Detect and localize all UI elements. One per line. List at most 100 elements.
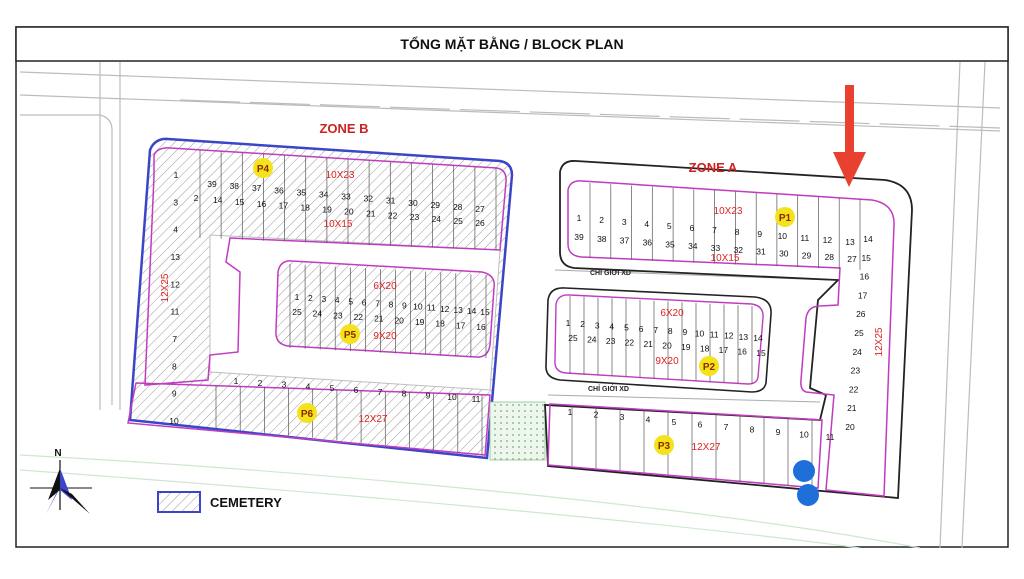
dim-p5-bottom: 9X20 bbox=[373, 331, 397, 342]
plot-number-p1: 6 bbox=[690, 223, 695, 233]
block-p6-outline bbox=[127, 382, 491, 456]
plot-number-p3: 11 bbox=[826, 432, 835, 442]
plot-number-p4: 38 bbox=[230, 181, 240, 191]
zone-b-label: ZONE B bbox=[319, 121, 368, 136]
plot-number-p4: 13 bbox=[171, 252, 181, 262]
plot-number-p1: 23 bbox=[851, 366, 861, 376]
plot-number-p1: 16 bbox=[860, 272, 870, 282]
plot-number-p6: 10 bbox=[447, 392, 457, 402]
block-p4-outline bbox=[144, 147, 507, 386]
plot-number-p4: 31 bbox=[386, 196, 396, 206]
plot-number-p4: 24 bbox=[432, 214, 442, 224]
plot-number-p6: 3 bbox=[282, 380, 287, 390]
plot-number-p5: 15 bbox=[480, 307, 490, 317]
dim-p4-top: 10X23 bbox=[326, 170, 355, 181]
plot-number-p1: 26 bbox=[856, 309, 866, 319]
plot-number-p4: 1 bbox=[174, 170, 179, 180]
plot-number-p6: 11 bbox=[472, 394, 481, 404]
plot-number-p6: 4 bbox=[306, 381, 311, 391]
plot-number-p6: 8 bbox=[402, 389, 407, 399]
plot-number-p2: 11 bbox=[710, 330, 719, 340]
marker-p2 bbox=[699, 356, 719, 376]
plot-number-p4: 3 bbox=[173, 197, 178, 207]
dim-p1-right: 12X25 bbox=[874, 327, 885, 356]
plot-number-p4: 11 bbox=[170, 307, 179, 317]
plot-number-p5: 19 bbox=[415, 317, 425, 327]
dim-p1-top: 10X23 bbox=[714, 206, 743, 217]
dim-p2-top: 6X20 bbox=[660, 308, 684, 319]
setback-label-a1: CHỈ GIỚI XD bbox=[590, 268, 631, 277]
plot-number-p3: 10 bbox=[799, 430, 809, 440]
plot-number-p4: 14 bbox=[213, 195, 223, 205]
plot-number-p1: 31 bbox=[756, 247, 766, 257]
plot-number-p1: 13 bbox=[845, 237, 855, 247]
plot-number-p5: 13 bbox=[453, 305, 463, 315]
plot-number-p4: 22 bbox=[388, 210, 398, 220]
dim-p3: 12X27 bbox=[692, 442, 721, 453]
plot-number-p1: 5 bbox=[667, 221, 672, 231]
plot-number-p3: 4 bbox=[646, 415, 651, 425]
plot-number-p3: 6 bbox=[698, 420, 703, 430]
red-arrow-indicator bbox=[833, 85, 866, 187]
plot-number-p2: 10 bbox=[695, 328, 705, 338]
plot-number-p4: 25 bbox=[453, 216, 463, 226]
plot-number-p1: 27 bbox=[847, 254, 857, 264]
plot-number-p2: 21 bbox=[643, 339, 653, 349]
plot-number-p4: 9 bbox=[172, 389, 177, 399]
plot-number-p4: 18 bbox=[300, 203, 310, 213]
plot-number-p4: 15 bbox=[235, 197, 245, 207]
north-label: N bbox=[54, 448, 61, 459]
plot-number-p4: 33 bbox=[341, 192, 351, 202]
plot-number-p4: 32 bbox=[364, 194, 374, 204]
zone-a-outline bbox=[544, 160, 913, 499]
plot-number-p5: 11 bbox=[427, 303, 436, 313]
plot-number-p6: 1 bbox=[234, 376, 239, 386]
svg-text:P4: P4 bbox=[257, 164, 270, 175]
plot-number-p5: 8 bbox=[389, 300, 394, 310]
block-p3-outline bbox=[547, 403, 823, 489]
plot-number-p2: 20 bbox=[662, 341, 672, 351]
zone-a-label: ZONE A bbox=[689, 160, 738, 175]
plot-number-p1: 7 bbox=[712, 225, 717, 235]
plot-number-p2: 16 bbox=[737, 347, 747, 357]
dim-p2-bottom: 9X20 bbox=[655, 356, 679, 367]
plot-number-p1: 9 bbox=[757, 229, 762, 239]
plot-number-p5: 23 bbox=[333, 310, 343, 320]
north-arrow-icon: N bbox=[30, 448, 92, 514]
plot-number-p2: 17 bbox=[719, 345, 729, 355]
marker-p6 bbox=[297, 403, 317, 423]
plot-number-p3: 2 bbox=[594, 410, 599, 420]
blue-dot-markers bbox=[793, 460, 819, 506]
plot-number-p5: 16 bbox=[476, 322, 486, 332]
plot-number-p2: 5 bbox=[624, 323, 629, 333]
plot-number-p1: 3 bbox=[622, 217, 627, 227]
plot-number-p2: 3 bbox=[595, 320, 600, 330]
plot-number-p4: 8 bbox=[172, 361, 177, 371]
plot-number-p1: 14 bbox=[863, 234, 873, 244]
plot-number-p1: 35 bbox=[665, 239, 675, 249]
plot-number-p5: 9 bbox=[402, 301, 407, 311]
plot-number-p2: 6 bbox=[639, 324, 644, 334]
plot-number-p4: 21 bbox=[366, 208, 376, 218]
plot-number-p1: 34 bbox=[688, 241, 698, 251]
svg-text:P6: P6 bbox=[301, 409, 314, 420]
dim-p1-bottom: 10X15 bbox=[711, 253, 740, 264]
block-p2-outline bbox=[554, 294, 764, 385]
plot-number-p2: 15 bbox=[756, 348, 766, 358]
plot-number-p5: 12 bbox=[440, 304, 450, 314]
plot-number-p4: 19 bbox=[322, 205, 332, 215]
plot-number-p1: 37 bbox=[620, 236, 630, 246]
plot-number-p4: 20 bbox=[344, 207, 354, 217]
plot-number-p5: 3 bbox=[322, 294, 327, 304]
plot-number-p1: 8 bbox=[735, 227, 740, 237]
dim-p4-left: 12X25 bbox=[160, 273, 171, 302]
plot-number-p5: 17 bbox=[456, 320, 466, 330]
plot-number-p1: 11 bbox=[800, 233, 809, 243]
plot-number-p5: 22 bbox=[354, 312, 364, 322]
road-network bbox=[19, 61, 1001, 549]
dim-p6: 12X27 bbox=[359, 414, 388, 425]
plot-number-p1: 12 bbox=[823, 235, 833, 245]
plot-number-p6: 7 bbox=[378, 387, 383, 397]
plot-number-p1: 29 bbox=[802, 250, 812, 260]
